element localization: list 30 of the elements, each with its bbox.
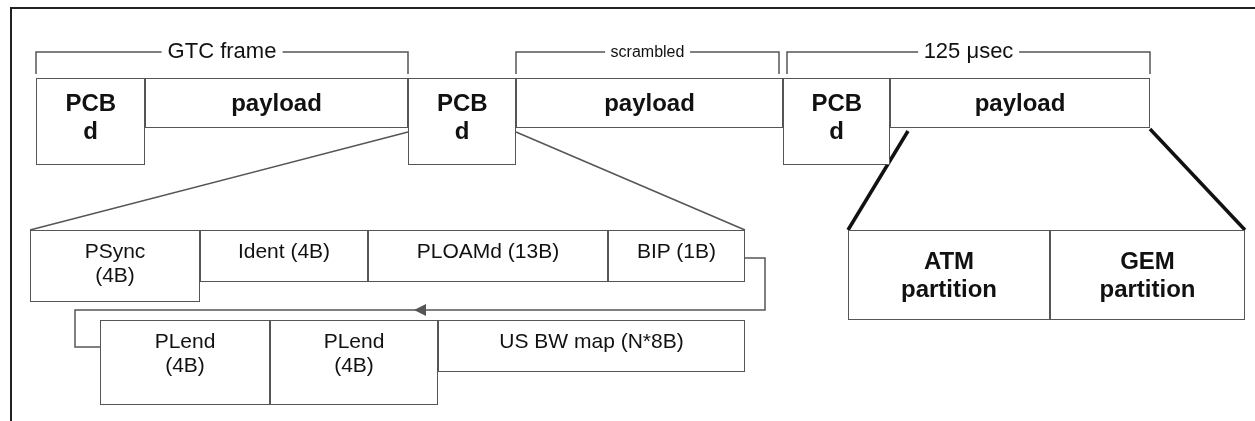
- field-box: [368, 230, 608, 282]
- partition-box: [848, 230, 1050, 320]
- field-box: [516, 78, 783, 128]
- field-box: [100, 320, 270, 405]
- field-label: ATM partition: [900, 247, 998, 303]
- field-label: PLend (4B): [153, 329, 217, 378]
- field-box: [608, 230, 745, 282]
- field-label: PLOAMd (13B): [416, 239, 560, 264]
- field-box: [200, 230, 368, 282]
- field-box: [783, 78, 890, 165]
- field-label: BIP (1B): [637, 239, 716, 264]
- field-label: PCB d: [437, 89, 487, 145]
- partition-box: [1050, 230, 1245, 320]
- field-box: [270, 320, 438, 405]
- field-label: GEM partition: [1098, 247, 1197, 303]
- field-box: [36, 78, 145, 165]
- field-box: [408, 78, 516, 165]
- field-label: PLend (4B): [322, 329, 386, 378]
- field-box: [145, 78, 408, 128]
- field-label: PCB d: [811, 89, 862, 145]
- field-box: [30, 230, 200, 302]
- field-label: US BW map (N*8B): [499, 329, 684, 354]
- field-label: payload: [231, 89, 322, 117]
- field-label: PCB d: [65, 89, 116, 145]
- field-label: payload: [974, 89, 1066, 117]
- field-label: PSync (4B): [83, 239, 147, 288]
- field-label: payload: [604, 89, 695, 117]
- field-box: [890, 78, 1150, 128]
- field-box: [438, 320, 745, 372]
- field-label: Ident (4B): [237, 239, 331, 264]
